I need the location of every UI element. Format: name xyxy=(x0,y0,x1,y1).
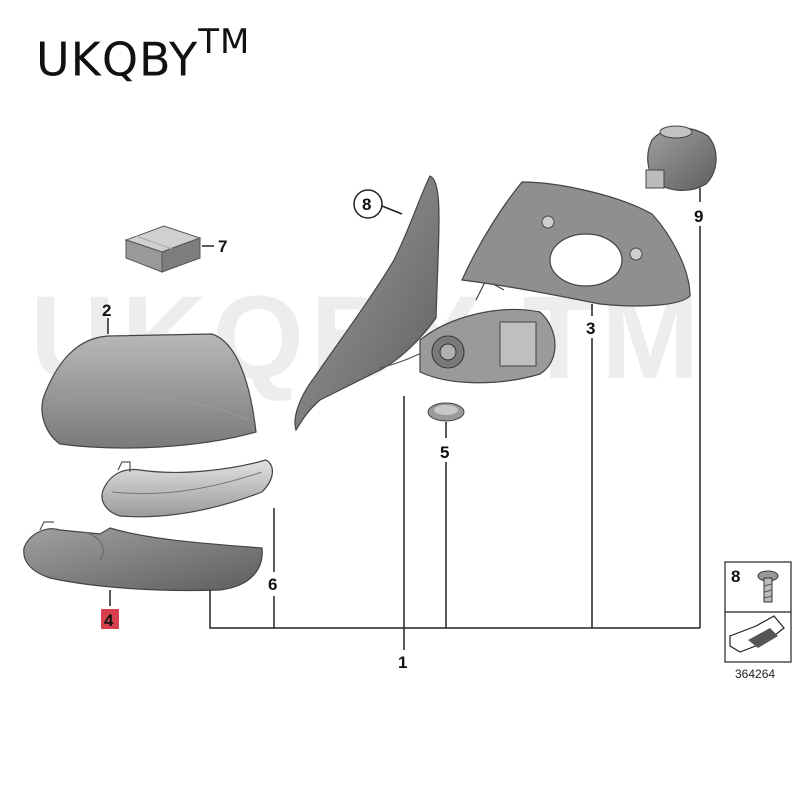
part-4-lower-housing xyxy=(23,521,263,592)
inset-arrow-shade xyxy=(748,628,778,648)
callout-9: 9 xyxy=(694,207,703,226)
part-2-mirror-cap xyxy=(41,333,257,449)
part-3-mirror-frame xyxy=(461,181,691,307)
callout-1: 1 xyxy=(398,653,407,672)
part-1-actuator xyxy=(419,279,556,384)
brand-tm: TM xyxy=(198,22,251,62)
callout-8: 8 xyxy=(362,195,371,214)
callout-8-circle xyxy=(353,189,383,219)
part-6-turn-signal xyxy=(101,459,273,518)
callout-6: 6 xyxy=(268,575,277,594)
part-9-motor xyxy=(645,125,717,191)
part-7-block xyxy=(124,225,202,273)
inset-ref-number: 364264 xyxy=(735,667,775,681)
callout-8-inset: 8 xyxy=(731,567,740,586)
leader-lines xyxy=(209,188,701,650)
brand-name: UKQBY xyxy=(36,32,199,87)
callout-5: 5 xyxy=(440,443,449,462)
inset-bolt xyxy=(757,570,779,603)
brand-logo: UKQBYTM xyxy=(36,22,250,87)
callout-3: 3 xyxy=(586,319,595,338)
inset-box xyxy=(724,561,792,663)
callout-2: 2 xyxy=(102,301,111,320)
part-5-disc xyxy=(427,402,465,422)
callout-4-highlight xyxy=(101,609,119,629)
callout-4: 4 xyxy=(104,611,114,630)
part-1-mirror-base xyxy=(294,175,471,432)
callout-7: 7 xyxy=(218,237,227,256)
